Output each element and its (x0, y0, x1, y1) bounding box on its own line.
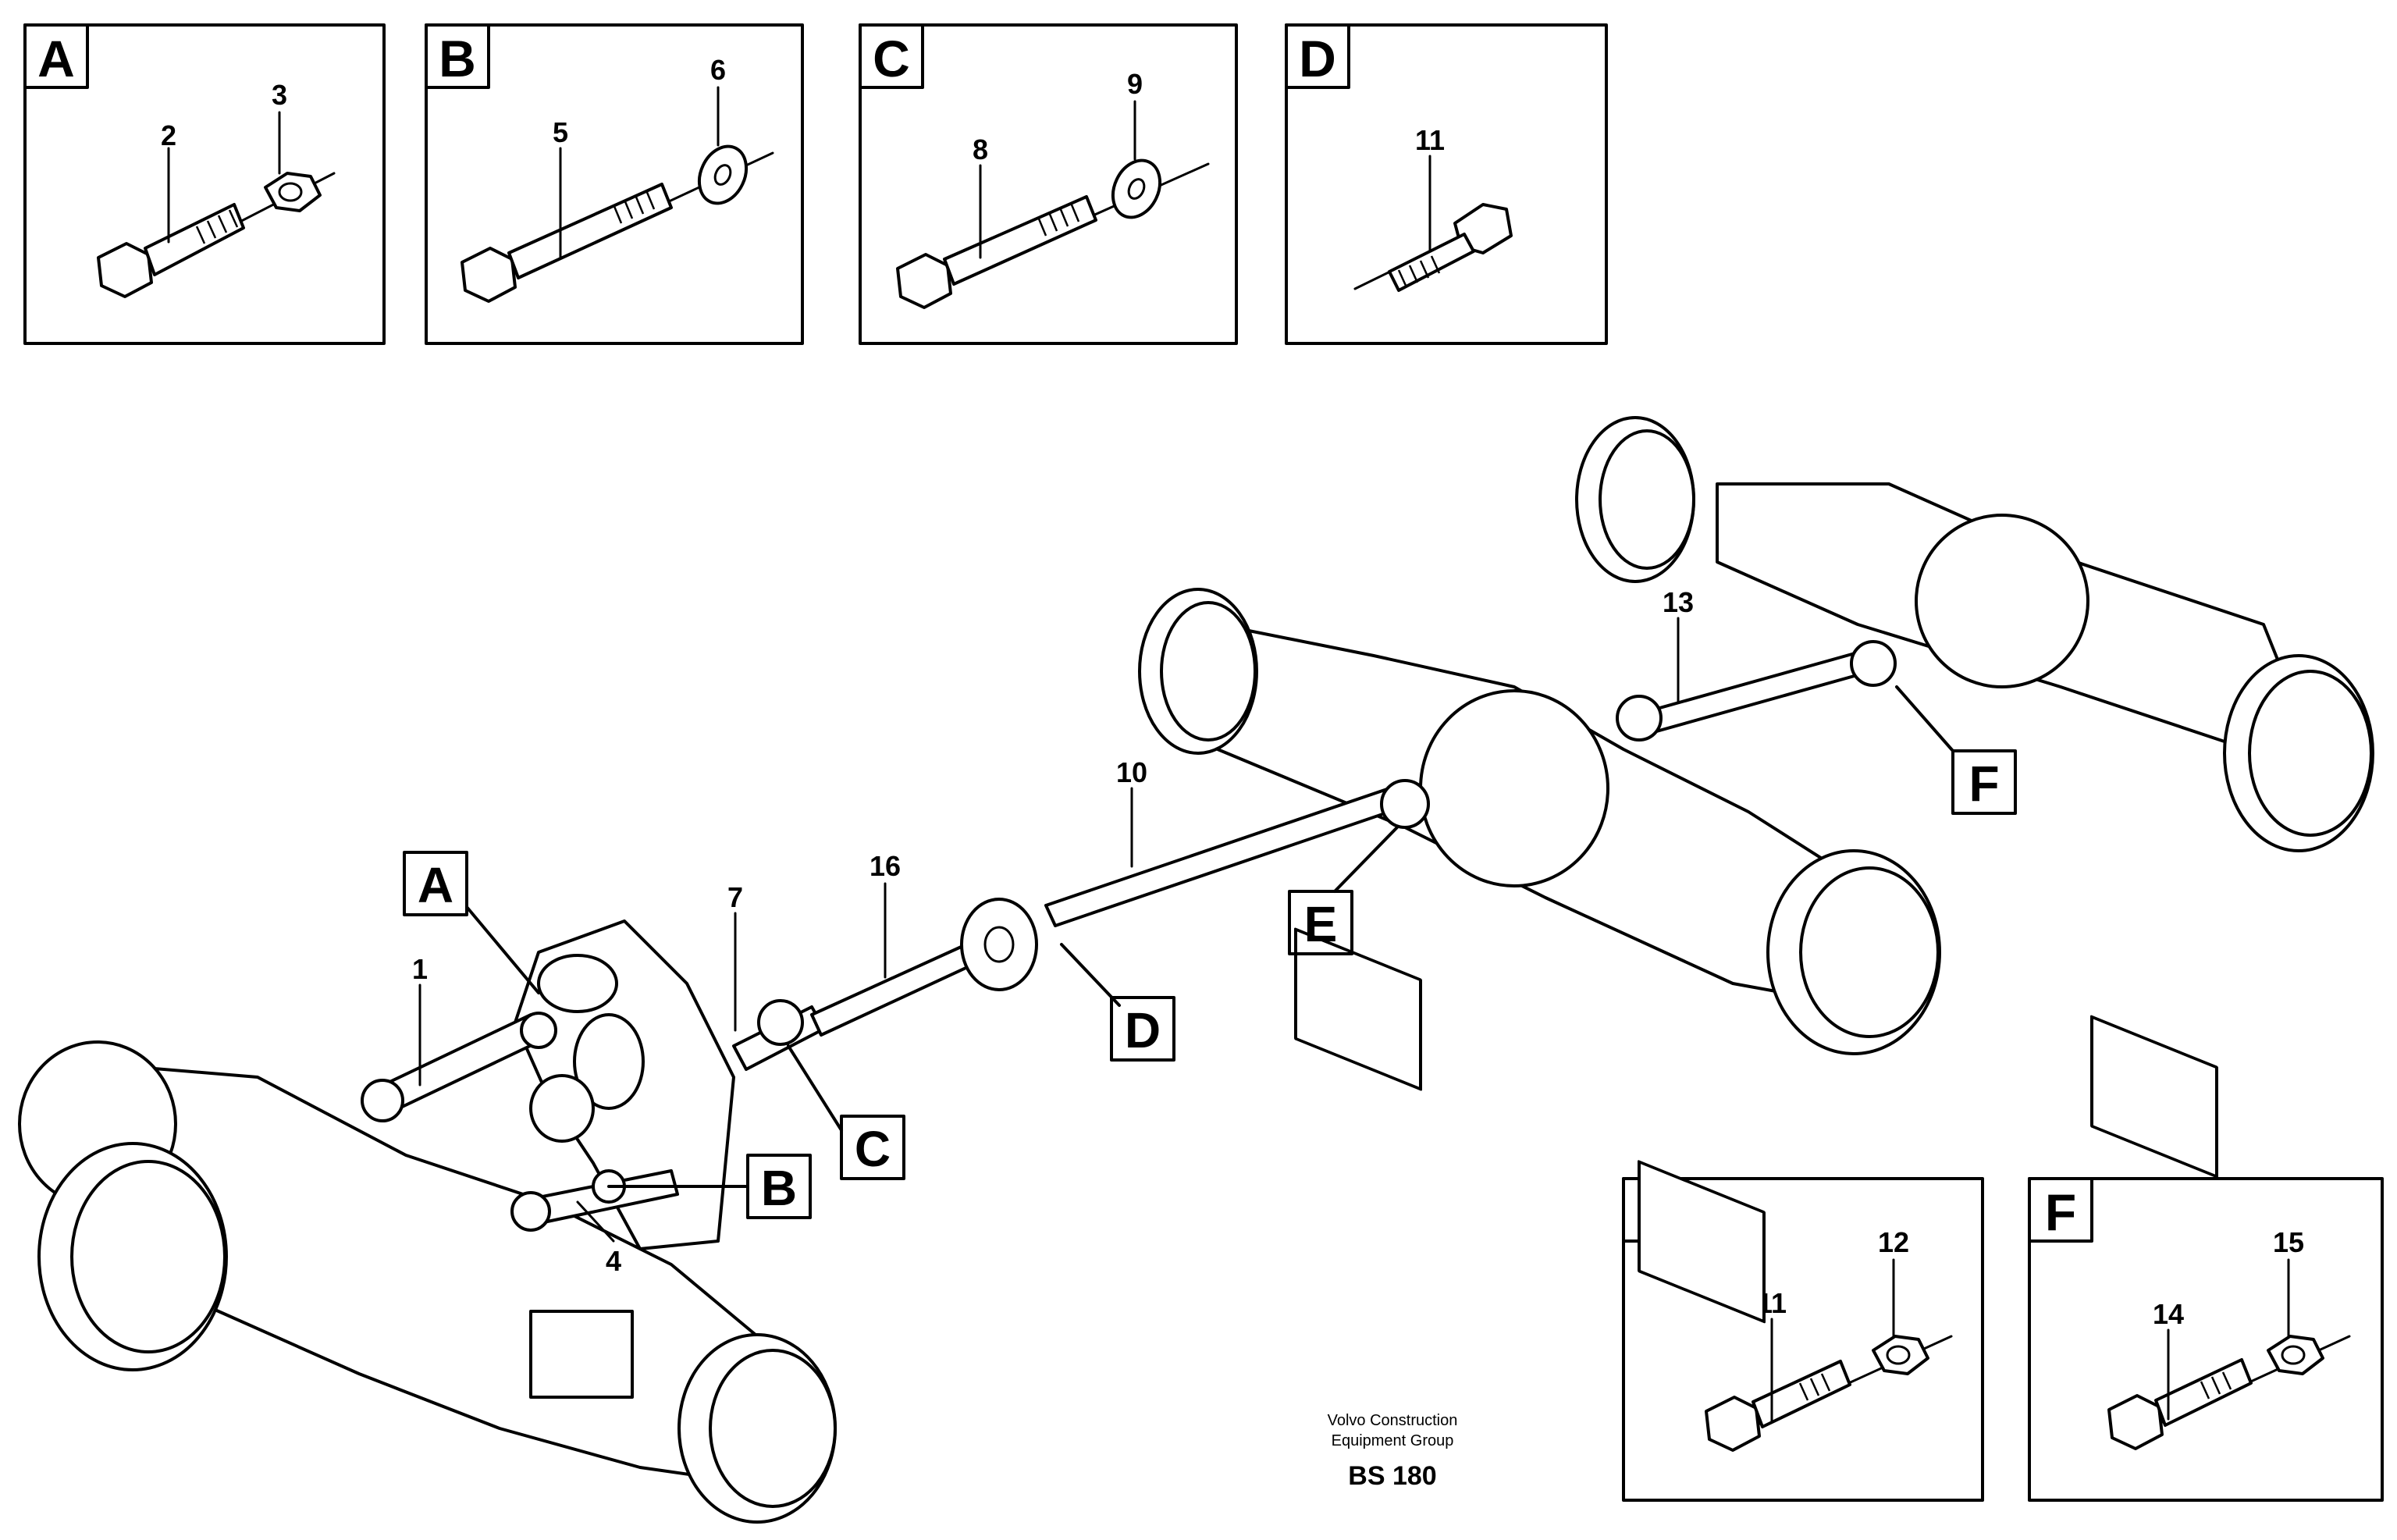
detail-marker-c: C (840, 1115, 905, 1180)
shaft-7 (732, 999, 826, 1071)
drawing-code: BS 180 (1348, 1461, 1436, 1491)
inset-letter: B (439, 30, 476, 87)
bolt-icon (461, 151, 774, 303)
washer-icon (1111, 158, 1162, 219)
svg-text:C: C (855, 1121, 891, 1177)
callout-8: 8 (973, 133, 988, 165)
inset-b: B 5 6 (425, 23, 804, 345)
callout-13: 13 (1663, 586, 1694, 618)
svg-text:A: A (418, 857, 453, 913)
svg-text:D: D (1125, 1002, 1161, 1058)
callout-12: 12 (1878, 1226, 1909, 1258)
inset-letter: C (873, 30, 910, 87)
shaft-10 (1044, 779, 1430, 927)
credit-line-1: Volvo Construction (1328, 1412, 1458, 1429)
callout-14: 14 (2153, 1298, 2184, 1330)
callout-11: 11 (1415, 124, 1445, 156)
callout-6: 6 (710, 54, 726, 86)
callout-9: 9 (1127, 68, 1143, 100)
inset-d: D 11 (1285, 23, 1608, 345)
shaft-1 (361, 1012, 557, 1122)
inset-c: C 8 9 (859, 23, 1238, 345)
detail-marker-e: E (1288, 890, 1353, 955)
credit-block: Volvo Construction Equipment Group BS 18… (1328, 1412, 1458, 1491)
callout-10: 10 (1116, 756, 1147, 788)
nut-icon (264, 172, 322, 212)
inset-letter: F (2045, 1183, 2076, 1241)
svg-text:F: F (1968, 756, 1999, 812)
callout-2: 2 (161, 119, 176, 151)
inset-letter: D (1299, 30, 1336, 87)
credit-line-2: Equipment Group (1332, 1432, 1454, 1449)
callout-1: 1 (412, 953, 428, 985)
callout-4: 4 (606, 1245, 621, 1277)
nut-icon (2267, 1335, 2324, 1375)
bolt-icon (896, 162, 1210, 309)
callout-5: 5 (553, 116, 568, 148)
detail-marker-b: B (746, 1154, 812, 1219)
callout-16: 16 (870, 850, 901, 882)
bolt-icon (1353, 203, 1513, 292)
rear-axle (1575, 416, 2374, 1179)
middle-axle (1138, 588, 1941, 1324)
shaft-13 (1616, 640, 1897, 742)
detail-marker-d: D (1110, 996, 1175, 1062)
transfer-case (514, 919, 735, 1250)
washer-icon (697, 144, 749, 205)
inset-f: F 14 15 (2028, 1177, 2384, 1502)
callout-15: 15 (2273, 1226, 2304, 1258)
svg-text:B: B (761, 1160, 797, 1216)
inset-a: A 2 3 (23, 23, 386, 345)
svg-text:E: E (1304, 896, 1338, 952)
driveline-assembly: 1 4 7 16 10 13 A B C D E F (18, 416, 2374, 1524)
front-axle (18, 1040, 837, 1524)
callout-7: 7 (727, 881, 743, 913)
detail-marker-f: F (1951, 749, 2017, 815)
inset-letter: A (37, 30, 75, 87)
callout-3: 3 (272, 79, 287, 111)
bolt-icon (2107, 1335, 2351, 1450)
shaft-16 (810, 898, 1038, 1037)
nut-icon (1872, 1335, 1929, 1375)
detail-marker-a: A (403, 851, 468, 916)
